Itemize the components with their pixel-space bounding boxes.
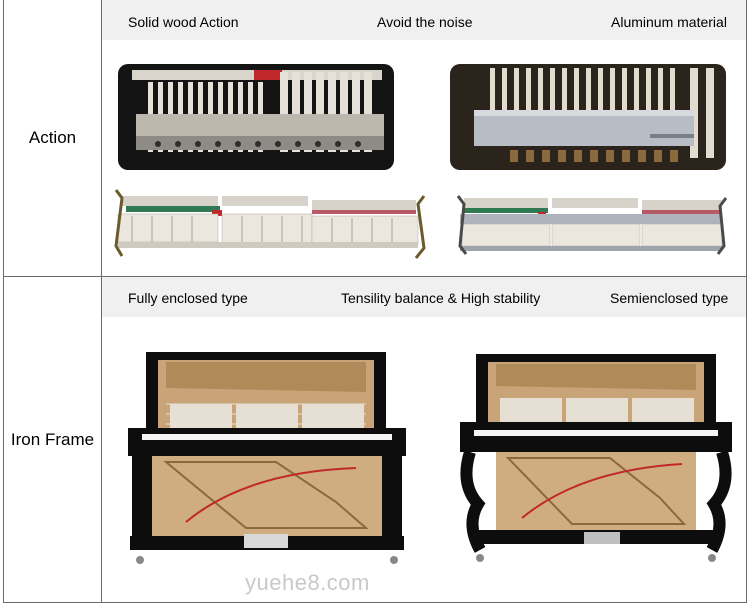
fully-enclosed-piano-photo — [128, 352, 406, 564]
row-label-iron-frame: Iron Frame — [10, 430, 95, 449]
watermark-text: yuehe8.com — [245, 570, 370, 595]
caption-solid-wood-action: Solid wood Action — [128, 14, 239, 30]
row-label-action: Action — [28, 128, 77, 147]
caption-fully-enclosed: Fully enclosed type — [128, 290, 248, 306]
aluminum-action-closeup-photo — [450, 64, 726, 170]
column-divider — [101, 0, 102, 602]
caption-avoid-noise: Avoid the noise — [377, 14, 473, 30]
semienclosed-piano-photo — [460, 354, 732, 562]
caption-band-iron-frame — [102, 277, 746, 317]
wood-action-full-photo — [114, 189, 426, 259]
caption-band-action — [102, 0, 746, 40]
caption-tensility-balance: Tensility balance & High stability — [341, 290, 541, 306]
row-divider — [4, 276, 746, 277]
caption-semienclosed: Semienclosed type — [610, 290, 729, 306]
caption-aluminum-material: Aluminum material — [611, 14, 727, 30]
wood-action-closeup-photo — [118, 64, 394, 170]
comparison-table: Action Solid wood Action Avoid the noise… — [3, 0, 747, 603]
aluminum-action-full-photo — [456, 195, 728, 255]
